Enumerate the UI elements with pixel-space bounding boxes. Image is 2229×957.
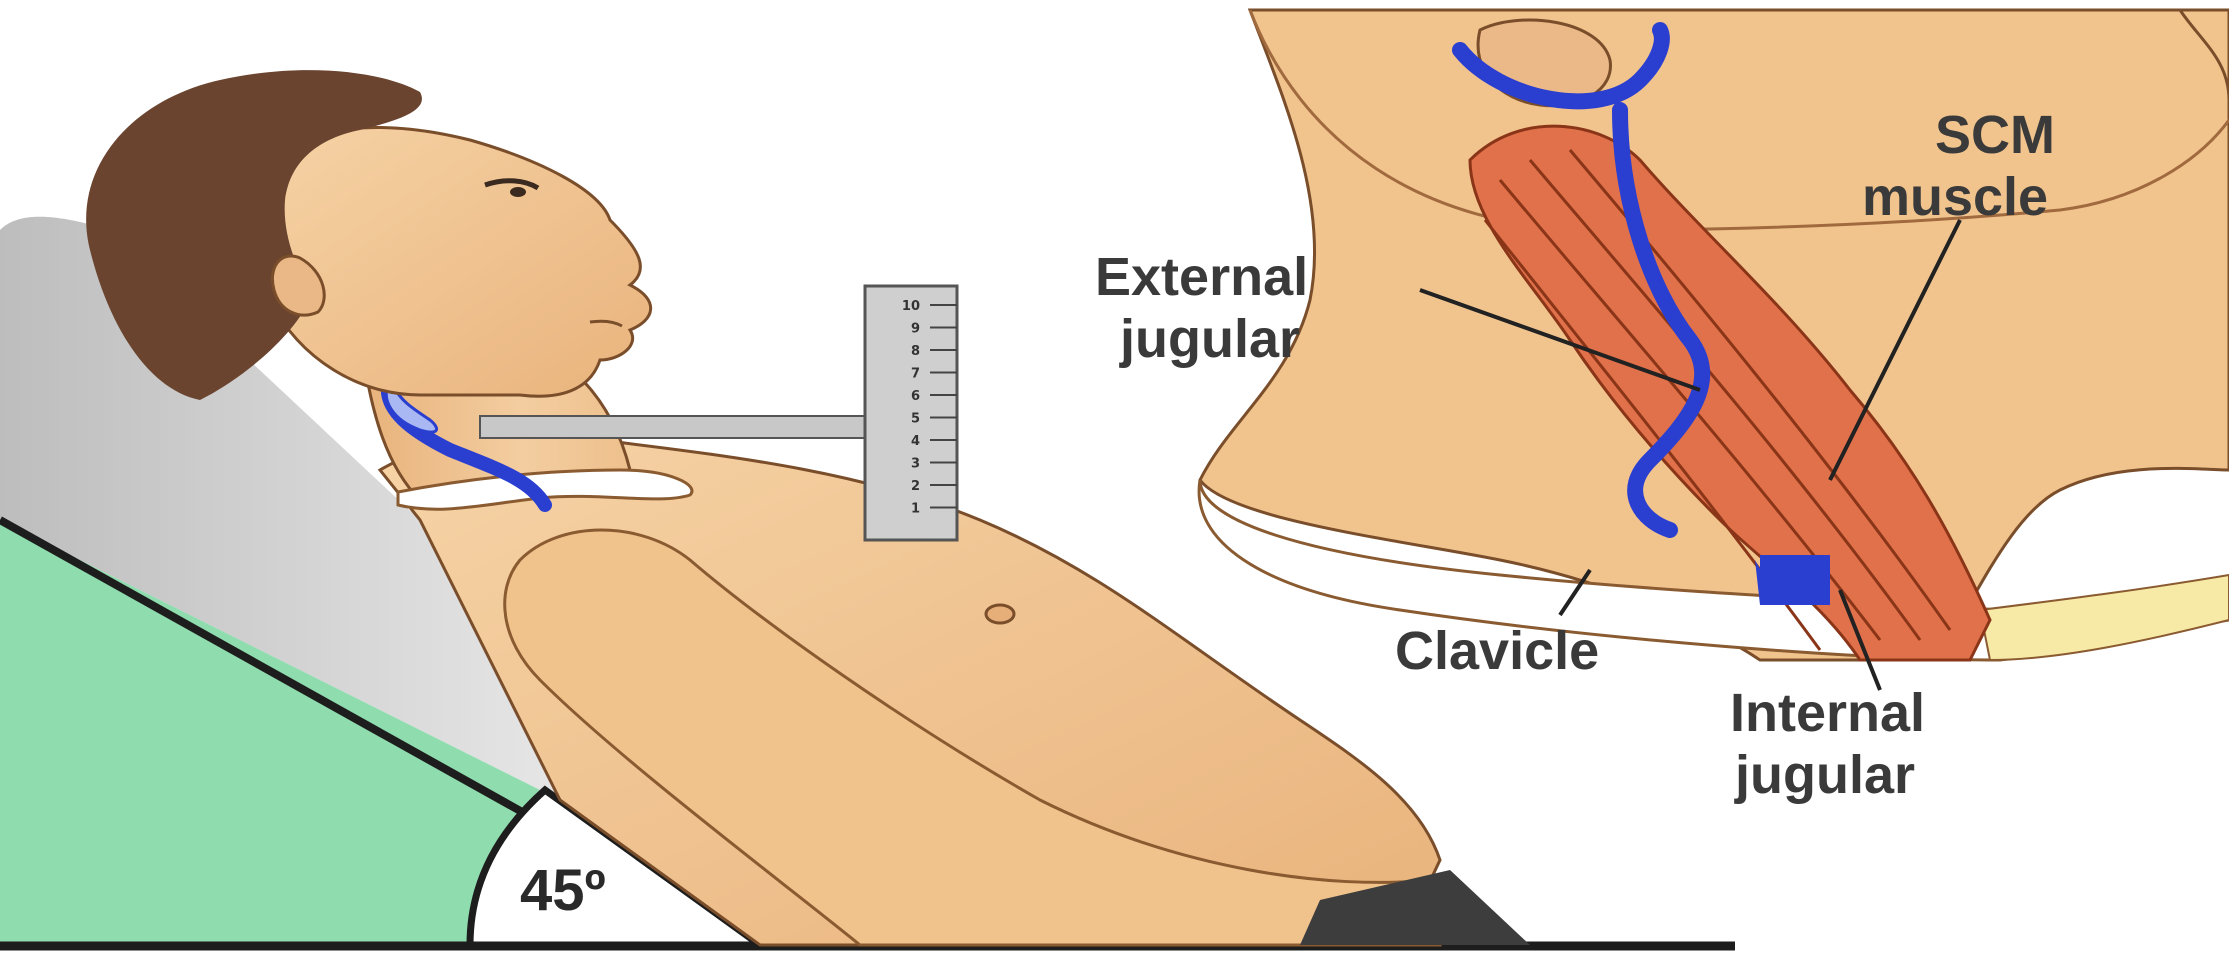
ruler-tick-label: 8	[911, 344, 920, 359]
ruler-tick-label: 4	[911, 434, 920, 449]
label-scm-line1: SCM	[1935, 104, 2055, 166]
label-external-jugular-line1: External	[1095, 246, 1308, 308]
label-clavicle: Clavicle	[1395, 620, 1599, 682]
ruler-tick-label: 3	[911, 457, 920, 472]
neck-anatomy-detail	[1199, 10, 2229, 690]
patient-pupil	[510, 187, 526, 197]
ruler-tick-label: 1	[911, 502, 920, 517]
label-internal-jugular-line1: Internal	[1730, 682, 1925, 744]
label-scm-muscle: SCM muscle	[1935, 104, 2055, 228]
patient-nipple	[986, 605, 1014, 623]
ruler-tick-label: 10	[902, 299, 920, 314]
label-scm-line2: muscle	[1855, 166, 2055, 228]
ruler-horizontal-bar	[480, 416, 865, 438]
detail-internal-jugular-vessel	[1760, 555, 1830, 605]
label-internal-jugular: Internal jugular	[1730, 682, 1925, 806]
label-internal-jugular-line2: jugular	[1735, 744, 1925, 806]
detail-clavicle-yellow	[1980, 575, 2229, 660]
label-external-jugular: External jugular	[1095, 246, 1308, 370]
ruler-tick-label: 9	[911, 322, 920, 337]
angle-label: 45º	[520, 860, 606, 922]
ruler-tick-label: 5	[911, 412, 920, 427]
ruler-tick-label: 2	[911, 479, 920, 494]
ruler-tick-label: 6	[911, 389, 920, 404]
ruler-tick-label: 7	[911, 367, 920, 382]
label-external-jugular-line2: jugular	[1120, 308, 1308, 370]
